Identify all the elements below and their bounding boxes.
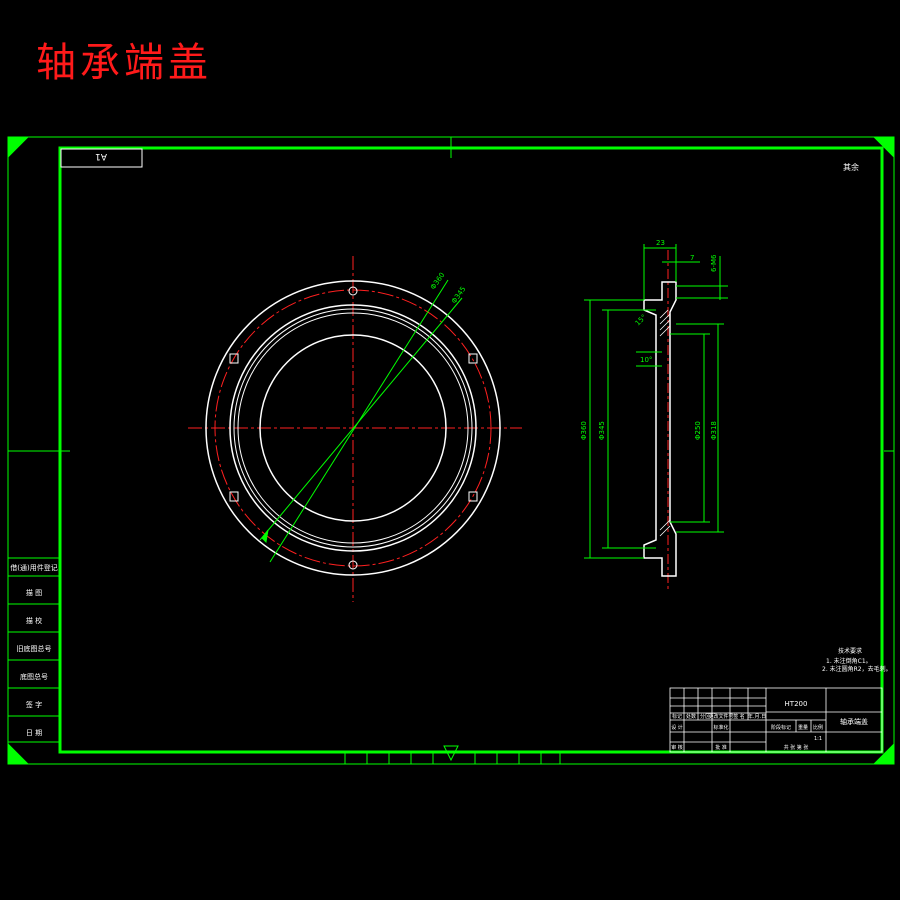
hatching: [659, 309, 671, 537]
notes-title: 技术要求: [838, 647, 862, 655]
tb-header-2: 处数: [686, 713, 696, 720]
flange-circle-2: [233, 308, 473, 548]
sheet-code-box: A1: [60, 148, 143, 168]
tb-header-5: 签 名: [733, 713, 745, 720]
page-title: 轴承端盖: [36, 40, 212, 86]
bolt-hole-bottom: [348, 560, 358, 570]
dim-right-2: Φ318: [710, 421, 718, 440]
section-view: 23 7 6-M6 15° 10° Φ360 Φ345 Φ250 Φ318: [580, 239, 728, 590]
bolt-hole-lower-left: [229, 491, 239, 502]
bolt-hole-lower-right: [468, 491, 478, 502]
dim-chamfer: 15°: [634, 313, 648, 327]
front-view: Φ360 Φ345: [188, 256, 522, 602]
dim-top-right: 6-M6: [710, 254, 718, 272]
tb-header-6: 年.月.日: [748, 713, 766, 720]
tb-standard: 标准化: [713, 724, 728, 731]
tb-design: 设 计: [671, 724, 683, 731]
bolt-hole-upper-left: [229, 353, 239, 364]
tb-weight-label: 重量: [798, 724, 808, 731]
flange-circle-1: [229, 304, 477, 552]
sheet-frame: [7, 136, 895, 765]
dim-left-inner: Φ345: [598, 421, 606, 440]
front-dim-outer: Φ360: [429, 271, 446, 291]
title-block-text: 标记 处数 分区 更改文件号 签 名 年.月.日 设 计 标准化 审 核 批 准…: [671, 700, 868, 751]
side-registration-table: [7, 557, 61, 743]
title-block: [669, 687, 883, 753]
tb-approve: 批 准: [715, 744, 727, 751]
bolt-circle: [214, 289, 492, 567]
side-row-6: 签 字: [26, 700, 42, 709]
side-row-2: 描 图: [26, 588, 42, 597]
side-row-7: 日 期: [26, 729, 42, 737]
bolt-hole-upper-right: [468, 353, 478, 364]
side-row-3: 描 校: [26, 616, 42, 625]
side-row-5: 底图总号: [20, 672, 48, 681]
bore-circle: [259, 334, 447, 522]
technical-notes: 技术要求 1. 未注倒角C1。 2. 未注圆角R2，去毛刺。: [822, 647, 892, 673]
tb-header-3: 分区: [700, 713, 710, 720]
notes-line-2: 2. 未注圆角R2，去毛刺。: [822, 665, 892, 673]
tb-scale-label: 比例: [813, 724, 823, 731]
tb-material: HT200: [785, 700, 808, 708]
tb-sheets: 共 张 第 张: [784, 744, 809, 751]
tb-header-1: 标记: [672, 713, 682, 720]
surface-roughness-note: 其余: [843, 162, 859, 172]
bolt-holes: [229, 286, 478, 570]
side-row-4: 旧底图总号: [17, 644, 52, 653]
tb-scale-value: 1:1: [814, 736, 822, 742]
tb-stage-label: 阶段标记: [771, 724, 791, 731]
tb-part-name: 轴承端盖: [840, 717, 868, 726]
flange-circle-3: [237, 312, 469, 544]
dim-top-small: 7: [690, 254, 694, 262]
outer-edge-circle: [205, 280, 501, 576]
sheet-code: A1: [95, 151, 107, 161]
dim-right-1: Φ250: [694, 421, 702, 440]
dim-top-width: 23: [656, 239, 665, 247]
tb-check: 审 核: [671, 744, 683, 751]
bolt-hole-top: [348, 286, 358, 296]
side-row-1: 借(通)用件登记: [10, 563, 57, 572]
section-outline: [643, 281, 677, 577]
section-dimensions: [584, 244, 728, 559]
dim-angle: 10°: [640, 356, 652, 364]
diameter-leaders: [259, 279, 463, 563]
dim-left-outer: Φ360: [580, 421, 588, 440]
notes-line-1: 1. 未注倒角C1。: [826, 657, 872, 665]
tb-header-4: 更改文件号: [708, 713, 733, 720]
